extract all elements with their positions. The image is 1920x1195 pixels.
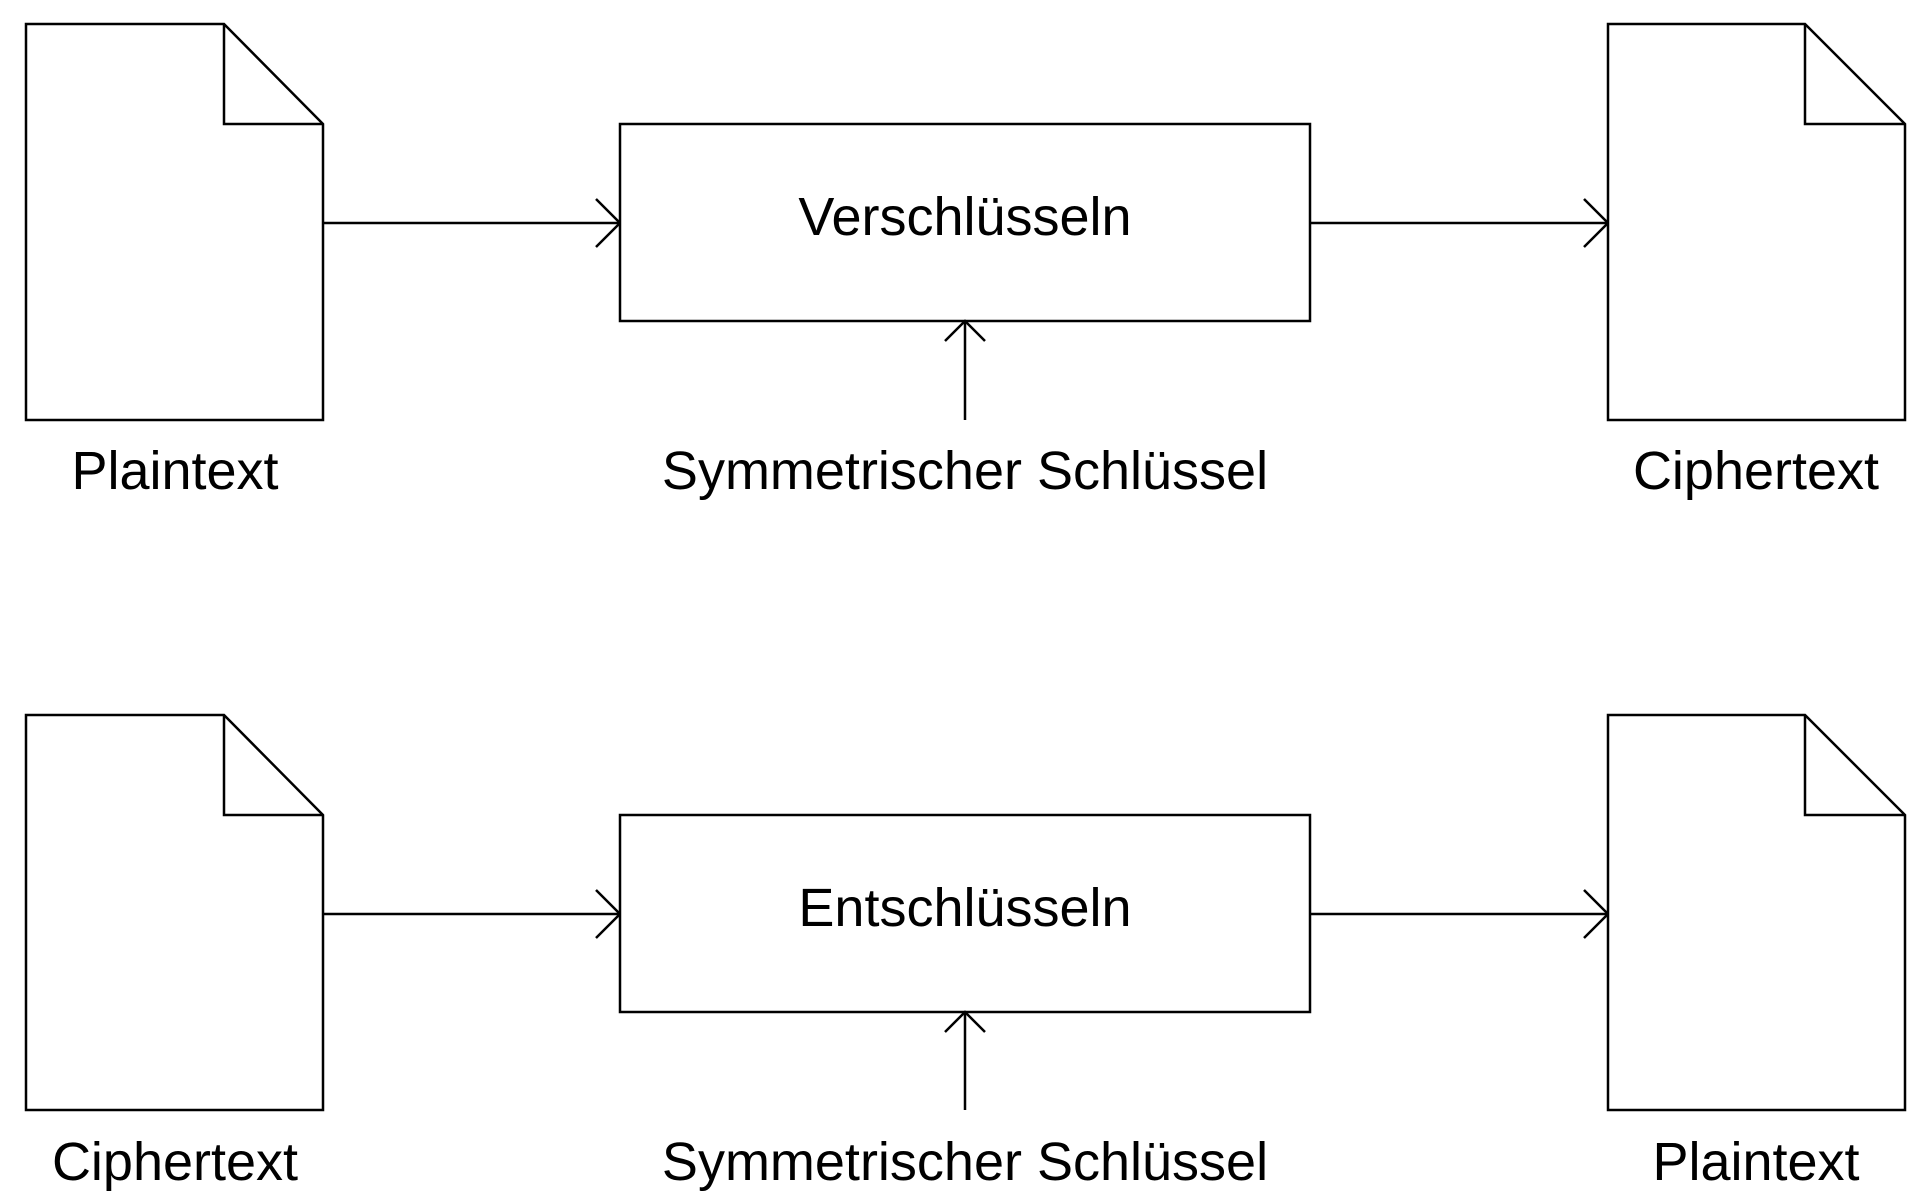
plaintext-input-label: Plaintext	[71, 441, 278, 501]
decrypt-process-label: Entschlüsseln	[798, 878, 1131, 938]
plaintext-output-document-icon	[1606, 713, 1907, 1112]
input-to-decrypt-arrow	[323, 889, 622, 939]
plaintext-input-document-icon	[24, 22, 325, 422]
ciphertext-input-label: Ciphertext	[52, 1132, 298, 1192]
decrypt-key-arrow	[944, 1010, 986, 1110]
decryption-row: Ciphertext Entschlüsseln Symmetrischer S…	[24, 713, 1907, 1192]
input-to-encrypt-arrow	[323, 198, 622, 248]
ciphertext-input-document-icon	[24, 713, 325, 1112]
plaintext-output-label: Plaintext	[1652, 1132, 1859, 1192]
encrypt-key-label: Symmetrischer Schlüssel	[662, 441, 1268, 501]
encryption-row: Plaintext Verschlüsseln Symmetrischer Sc…	[24, 22, 1907, 501]
decrypt-to-output-arrow	[1310, 889, 1610, 939]
ciphertext-output-document-icon	[1606, 22, 1907, 422]
ciphertext-output-label: Ciphertext	[1633, 441, 1879, 501]
encrypt-process-label: Verschlüsseln	[798, 187, 1131, 247]
decrypt-process-box: Entschlüsseln	[618, 813, 1312, 1014]
encrypt-to-output-arrow	[1310, 198, 1610, 248]
encrypt-key-arrow	[944, 319, 986, 420]
decrypt-key-label: Symmetrischer Schlüssel	[662, 1132, 1268, 1192]
encrypt-process-box: Verschlüsseln	[618, 122, 1312, 323]
